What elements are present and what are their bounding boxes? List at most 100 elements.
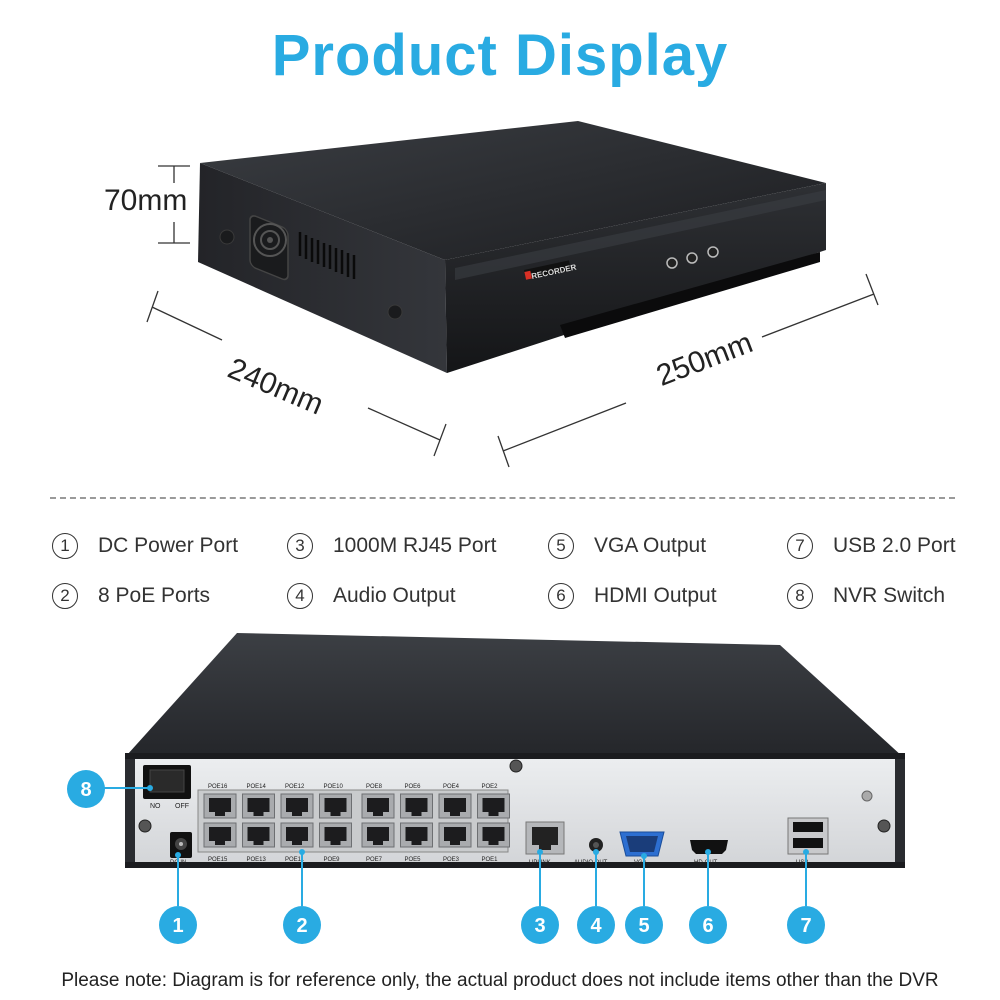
callout-5: 5 [625,906,663,944]
poe-port [203,822,237,848]
poe-port [280,822,314,848]
hdmi-output-port: HD-OUT [690,840,728,866]
front-device-illustration: RECORDER [146,121,879,468]
callout-7: 7 [787,906,825,944]
uplink-rj45-port: UPLINK [525,821,565,866]
legend-item-dc-power: 1 DC Power Port [52,531,238,561]
vga-output-port: VGA [619,831,665,866]
svg-text:2: 2 [296,915,307,937]
legend-item-poe: 2 8 PoE Ports [52,581,210,611]
legend-item-rj45: 3 1000M RJ45 Port [287,531,496,561]
poe-port [477,822,510,848]
disclaimer-note: Please note: Diagram is for reference on… [61,970,939,991]
poe-port-label: POE7 [366,857,383,863]
width-marker [497,273,879,468]
svg-text:1: 1 [172,915,183,937]
svg-text:5: 5 [638,915,649,937]
poe-port-label: POE11 [285,857,305,863]
poe-port [319,793,352,819]
audio-output-port: AUDIO OUT [574,838,608,866]
side-vents [298,232,356,279]
legend-label: DC Power Port [98,534,239,557]
legend-label: 8 PoE Ports [98,584,211,607]
legend-label: USB 2.0 Port [833,534,956,557]
section-divider [50,497,955,499]
svg-text:4: 4 [590,915,602,937]
legend-number: 4 [287,583,313,609]
svg-text:8: 8 [80,779,91,801]
callout-lines [104,787,807,906]
power-switch: NO OFF [143,765,191,810]
height-label: 70mm [104,184,188,217]
callout-bubbles: 8 1 2 3 4 5 6 7 [67,770,825,944]
height-marker [158,165,190,244]
status-leds [666,246,719,269]
poe-port [400,793,433,819]
poe-port [400,822,433,848]
poe-port [477,793,510,819]
svg-text:7: 7 [800,915,811,937]
poe-port-label: POE1 [482,857,499,863]
legend-label: VGA Output [594,534,707,557]
legend-number: 6 [548,583,574,609]
legend-number: 5 [548,533,574,559]
poe-port-label: POE12 [285,784,305,790]
poe-port-label: POE14 [247,784,267,790]
callout-1: 1 [159,906,197,944]
poe-port-label: POE16 [208,784,228,790]
fan-grill [249,215,289,281]
page-title: Product Display [271,23,729,88]
legend-label: NVR Switch [833,584,946,607]
poe-port [319,822,352,848]
legend-number: 1 [52,533,78,559]
poe-port [242,822,275,848]
poe-port [242,793,275,819]
legend-item-audio: 4 Audio Output [287,581,456,611]
poe-port-label: POE4 [443,784,460,790]
device-left-side [198,163,447,373]
callout-6: 6 [689,906,727,944]
vga-label: VGA [634,860,647,866]
legend-item-switch: 8 NVR Switch [787,581,945,611]
rear-device-top [127,633,903,757]
switch-label-no: NO [150,803,161,810]
poe-port-label: POE8 [366,784,383,790]
poe-port-label: POE10 [324,784,344,790]
callout-8: 8 [67,770,105,808]
legend-number: 7 [787,533,813,559]
poe-port [361,793,395,819]
poe-port-label: POE13 [247,857,267,863]
poe-port-label: POE5 [405,857,422,863]
poe-port [361,822,395,848]
usb-label: USB [796,860,808,866]
poe-port-label: POE9 [324,857,341,863]
legend-item-hdmi: 6 HDMI Output [548,581,717,611]
legend-number: 3 [287,533,313,559]
legend-number: 2 [52,583,78,609]
poe-port [438,793,472,819]
callout-2: 2 [283,906,321,944]
device-front-panel [445,183,826,373]
switch-label-off: OFF [175,803,189,810]
legend-label: 1000M RJ45 Port [333,534,497,557]
legend-item-usb: 7 USB 2.0 Port [787,531,956,561]
poe-port-label: POE6 [405,784,422,790]
legend-item-vga: 5 VGA Output [548,531,706,561]
svg-text:3: 3 [534,915,545,937]
legend-label: HDMI Output [594,584,717,607]
legend-number: 8 [787,583,813,609]
device-top-surface [200,121,826,260]
poe-ports [203,793,510,848]
callout-4: 4 [577,906,615,944]
legend-label: Audio Output [333,584,456,607]
callout-dots [147,785,809,859]
hdmi-label: HD-OUT [694,860,718,866]
poe-labels: POE16 POE14 POE12 POE10 POE8 POE6 POE4 POE2POE1… [208,784,498,863]
poe-port-label: POE2 [482,784,499,790]
poe-port [438,822,472,848]
svg-text:6: 6 [702,915,713,937]
audio-label: AUDIO OUT [574,860,608,866]
poe-port-label: POE15 [208,857,228,863]
callout-3: 3 [521,906,559,944]
